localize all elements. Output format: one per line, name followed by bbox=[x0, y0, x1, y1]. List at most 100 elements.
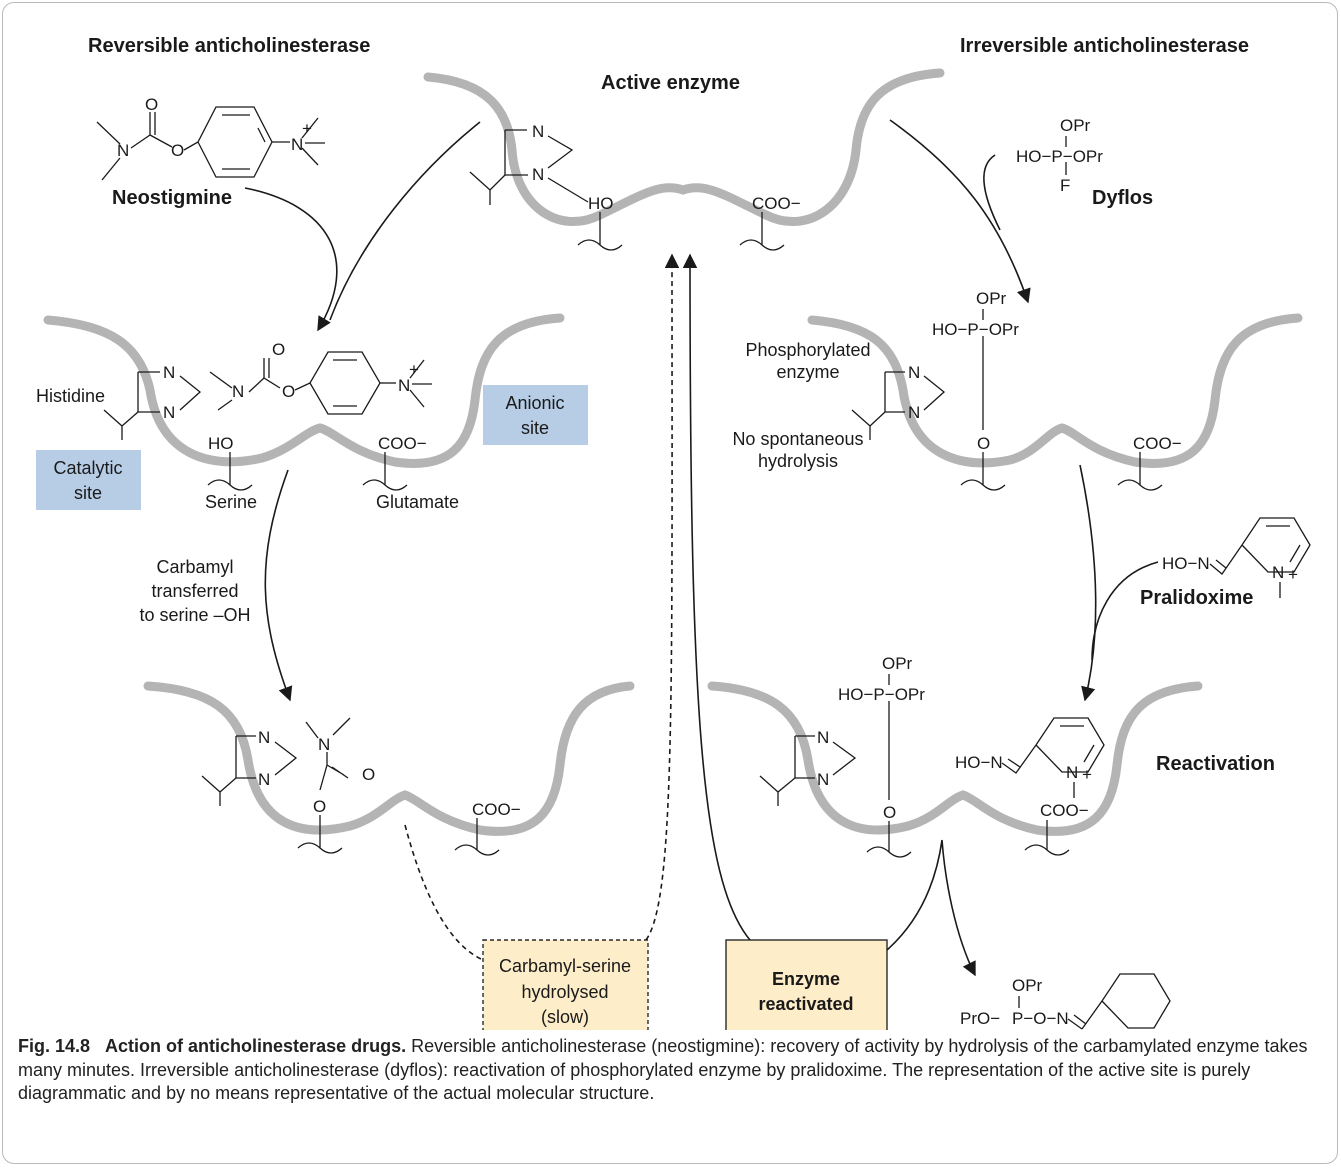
active-histidine-ring: N N bbox=[469, 122, 589, 205]
active-enzyme-title: Active enzyme bbox=[601, 72, 740, 94]
svg-text:Phosphorylated: Phosphorylated bbox=[745, 340, 870, 360]
catalytic-site-box: Catalytic site bbox=[36, 450, 141, 510]
svg-text:N: N bbox=[163, 363, 175, 382]
carbamyl-transfer-label: Carbamyl transferred to serine –OH bbox=[139, 557, 250, 625]
svg-text:HO−P−OPr: HO−P−OPr bbox=[838, 685, 925, 704]
arrow-neostigmine-binding bbox=[244, 187, 338, 332]
svg-text:O: O bbox=[883, 803, 896, 822]
arrow-reactivation-release bbox=[886, 839, 976, 977]
arrow-enzyme-to-complex bbox=[329, 121, 481, 321]
svg-text:O: O bbox=[145, 95, 158, 114]
svg-text:N: N bbox=[817, 728, 829, 747]
svg-text:hydrolysis: hydrolysis bbox=[758, 451, 838, 471]
caption-figure-number: Fig. 14.8 bbox=[18, 1036, 91, 1056]
carbamyl-hydrolysed-box: Carbamyl-serine hydrolysed (slow) bbox=[482, 939, 649, 1030]
phosphorylated-label: Phosphorylated enzyme bbox=[745, 340, 870, 382]
reversible-header: Reversible anticholinesterase bbox=[88, 35, 370, 57]
svg-text:OPr: OPr bbox=[1060, 116, 1091, 135]
complex-neostigmine: N O O N + bbox=[209, 340, 432, 415]
no-hydrolysis-label: No spontaneous hydrolysis bbox=[732, 429, 863, 471]
histidine-label: Histidine bbox=[36, 386, 105, 406]
svg-text:+: + bbox=[1288, 565, 1298, 584]
svg-text:N: N bbox=[258, 728, 270, 747]
svg-text:N: N bbox=[318, 735, 330, 754]
svg-text:No spontaneous: No spontaneous bbox=[732, 429, 863, 449]
pralidoxime-structure: HO−N N + Pralidoxime bbox=[1140, 517, 1311, 609]
pralidoxime-label: Pralidoxime bbox=[1140, 587, 1253, 609]
svg-text:HO−P−OPr: HO−P−OPr bbox=[1016, 147, 1103, 166]
phosphorylated-enzyme-surface bbox=[807, 313, 1303, 468]
serine-label: Serine bbox=[205, 492, 257, 512]
neostigmine-label: Neostigmine bbox=[112, 187, 232, 209]
svg-text:O: O bbox=[171, 141, 184, 160]
reactivation-histidine: N N bbox=[759, 728, 857, 806]
svg-text:COO−: COO− bbox=[1040, 801, 1089, 820]
reactivation-title: Reactivation bbox=[1156, 753, 1275, 775]
svg-text:N: N bbox=[117, 141, 129, 160]
active-glutamate: COO− bbox=[739, 194, 801, 251]
svg-text:HO−N: HO−N bbox=[955, 753, 1003, 772]
carbamylated-glutamate: COO− bbox=[454, 800, 521, 856]
phosphorylated-structure: OPr HO−P−OPr O bbox=[932, 289, 1019, 491]
dashed-link-hydrolysis bbox=[404, 824, 484, 961]
svg-text:O: O bbox=[272, 340, 285, 359]
phosphorylated-histidine: N N bbox=[851, 363, 946, 440]
serine-oh: HO bbox=[588, 194, 614, 213]
svg-text:F: F bbox=[1060, 176, 1070, 195]
svg-text:Carbamyl-serine: Carbamyl-serine bbox=[499, 956, 631, 976]
svg-text:O: O bbox=[313, 797, 326, 816]
svg-text:O: O bbox=[282, 382, 295, 401]
svg-text:OPr: OPr bbox=[1012, 976, 1043, 995]
svg-text:Carbamyl: Carbamyl bbox=[156, 557, 233, 577]
arrow-dyflos-phosphorylation bbox=[889, 119, 1031, 304]
arrow-pralidoxime-join bbox=[1091, 561, 1159, 661]
svg-text:OPr: OPr bbox=[976, 289, 1007, 308]
svg-text:HO: HO bbox=[208, 434, 234, 453]
svg-text:N: N bbox=[258, 770, 270, 789]
svg-text:+: + bbox=[409, 360, 419, 379]
svg-text:PrO−: PrO− bbox=[960, 1009, 1000, 1028]
reactivation-enzyme-surface bbox=[707, 681, 1203, 836]
carbamylated-enzyme-surface bbox=[143, 681, 635, 836]
svg-text:N: N bbox=[908, 363, 920, 382]
anionic-site-box: Anionic site bbox=[483, 385, 588, 445]
svg-text:N: N bbox=[532, 122, 544, 141]
active-serine: HO bbox=[577, 194, 623, 251]
reversible-complex-surface bbox=[43, 313, 565, 468]
svg-text:N: N bbox=[817, 770, 829, 789]
complex-glutamate: COO− bbox=[362, 434, 427, 491]
svg-text:N: N bbox=[398, 376, 410, 395]
svg-text:HO−P−OPr: HO−P−OPr bbox=[932, 320, 1019, 339]
svg-text:COO−: COO− bbox=[378, 434, 427, 453]
svg-text:N: N bbox=[1272, 563, 1284, 582]
carbamylated-serine: N O O bbox=[297, 717, 375, 854]
svg-text:transferred: transferred bbox=[151, 581, 238, 601]
caption-text: Reversible anticholinesterase (neostigmi… bbox=[18, 1036, 1308, 1103]
neostigmine-structure: N O O N + Neostigmine bbox=[96, 95, 325, 209]
svg-text:N: N bbox=[532, 165, 544, 184]
svg-text:COO−: COO− bbox=[472, 800, 521, 819]
svg-text:Anionic: Anionic bbox=[505, 393, 564, 413]
svg-text:+: + bbox=[1082, 765, 1092, 784]
svg-text:COO−: COO− bbox=[1133, 434, 1182, 453]
arrow-reactivation-return bbox=[682, 253, 751, 941]
active-enzyme-surface bbox=[423, 68, 945, 227]
svg-text:reactivated: reactivated bbox=[758, 994, 853, 1014]
svg-text:N: N bbox=[291, 135, 303, 154]
dyflos-label: Dyflos bbox=[1092, 187, 1153, 209]
svg-text:+: + bbox=[302, 119, 312, 138]
carbamylated-histidine: N N bbox=[201, 728, 298, 806]
figure-caption: Fig. 14.8 Action of anticholinesterase d… bbox=[18, 1035, 1318, 1106]
svg-text:OPr: OPr bbox=[882, 654, 913, 673]
svg-text:COO−: COO− bbox=[752, 194, 801, 213]
irreversible-header: Irreversible anticholinesterase bbox=[960, 35, 1249, 57]
glutamate-label: Glutamate bbox=[376, 492, 459, 512]
reactivation-pralidoxime: HO−N N + bbox=[955, 717, 1105, 798]
arrow-slow-hydrolysis bbox=[645, 253, 680, 941]
arrow-carbamyl-transfer bbox=[264, 469, 293, 702]
phosphorylated-glutamate: COO− bbox=[1117, 434, 1182, 491]
svg-text:HO−N: HO−N bbox=[1162, 554, 1210, 573]
svg-text:N: N bbox=[232, 382, 244, 401]
svg-text:N: N bbox=[1066, 763, 1078, 782]
